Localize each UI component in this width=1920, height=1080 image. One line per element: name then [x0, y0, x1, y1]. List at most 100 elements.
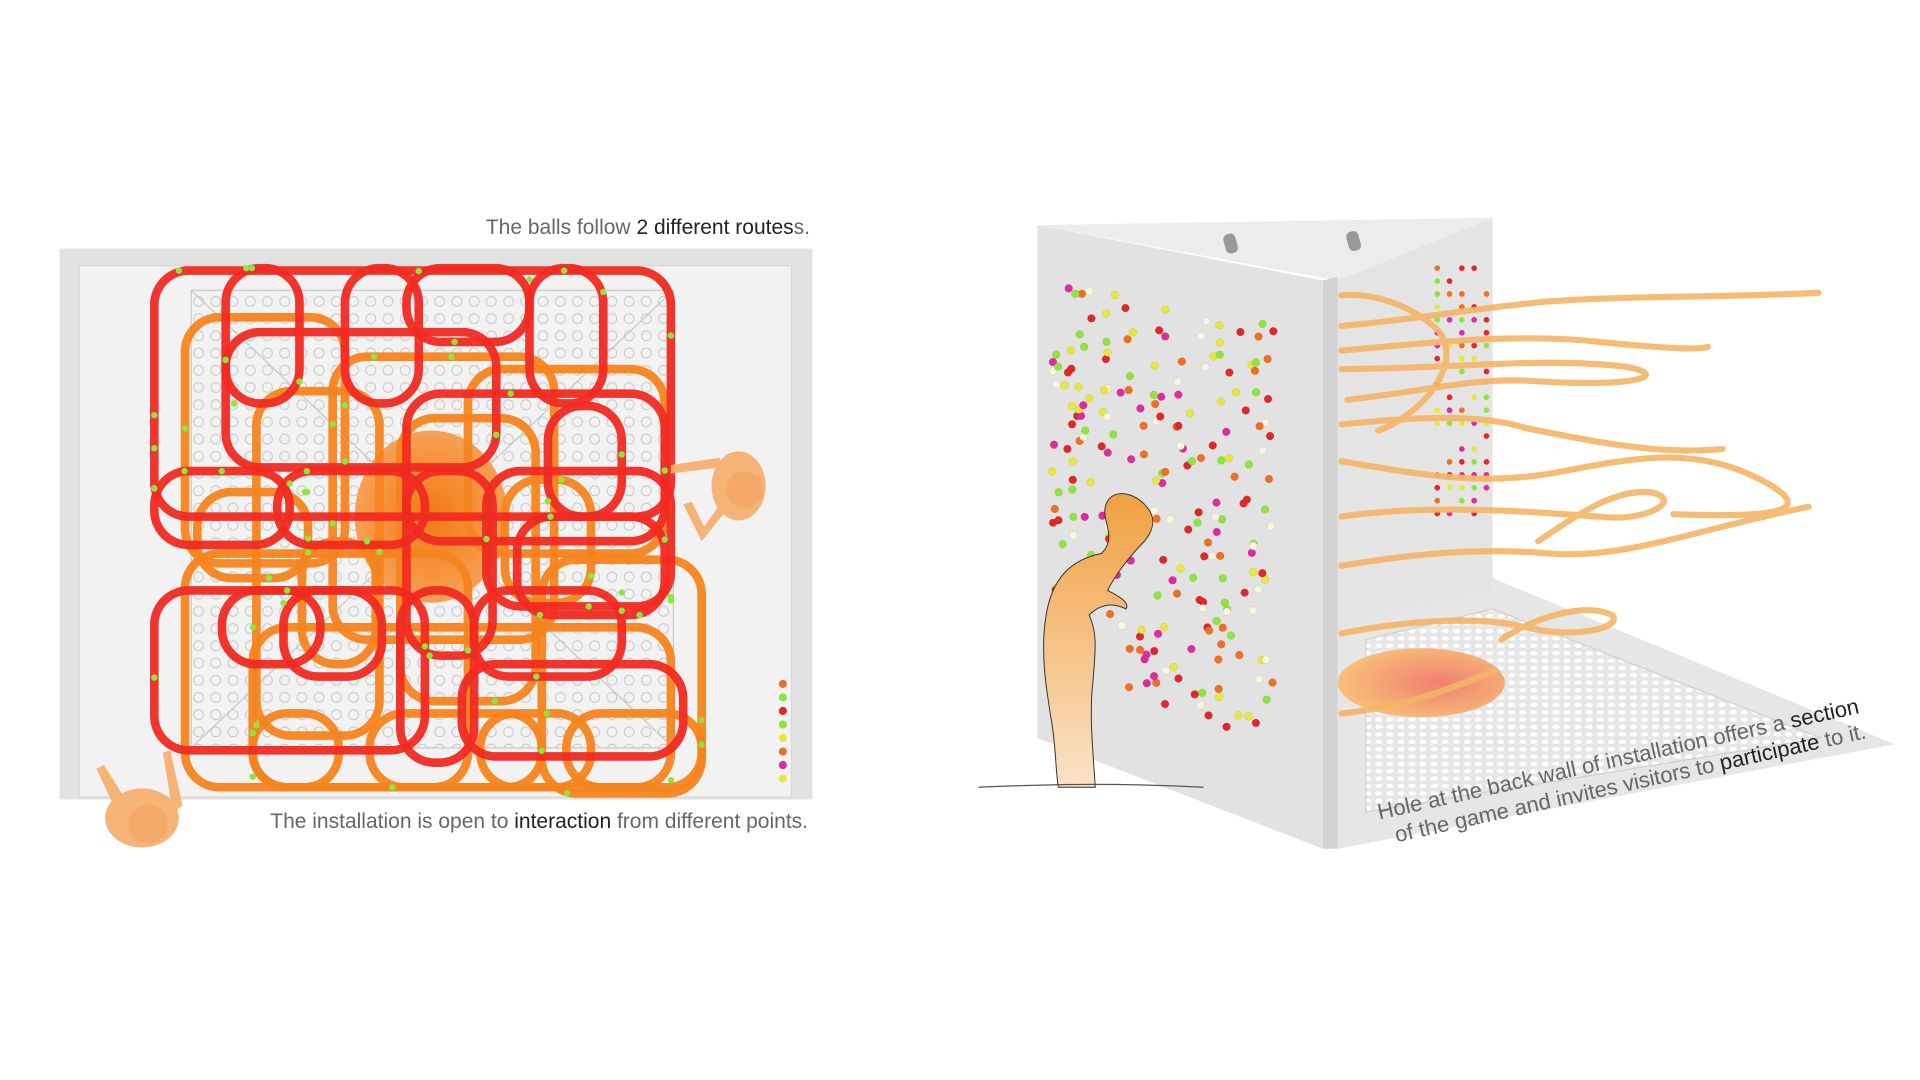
wall-ball: [1214, 692, 1224, 701]
wall-ball: [1174, 674, 1183, 683]
wall-ball: [1149, 671, 1159, 681]
back-wall-ball: [1471, 342, 1477, 349]
ball: [544, 497, 552, 505]
legend-dot: [778, 679, 787, 688]
wall-ball: [1150, 361, 1159, 370]
ball: [426, 652, 433, 659]
wall-ball: [1149, 506, 1159, 515]
back-wall-ball: [1483, 433, 1490, 439]
back-wall-ball: [1434, 265, 1441, 271]
wall-ball: [1168, 576, 1177, 585]
wall-ball: [1196, 701, 1205, 710]
wall-ball: [1135, 645, 1145, 655]
wall-ball: [1244, 712, 1253, 721]
ball: [280, 599, 287, 607]
ball: [370, 353, 378, 360]
ball: [283, 587, 291, 594]
ball: [249, 729, 256, 737]
wall-ball: [1159, 622, 1169, 632]
wall-ball: [1217, 456, 1226, 465]
track-loop: [402, 466, 497, 660]
wall-ball: [1058, 539, 1067, 549]
wall-ball: [1176, 441, 1185, 451]
wall-ball: [1172, 589, 1182, 598]
back-wall-ball: [1434, 278, 1441, 284]
wall-ball: [1194, 508, 1203, 517]
wall-ball: [1208, 551, 1217, 561]
wall-ball: [1173, 377, 1182, 386]
ball: [451, 338, 458, 346]
back-wall-ball: [1434, 484, 1441, 491]
wall-hole: [1337, 648, 1505, 718]
wall-ball: [1103, 348, 1112, 357]
wall-ball: [1203, 538, 1213, 547]
wall-ball: [1149, 390, 1159, 400]
wall-ball: [1105, 609, 1115, 619]
ball: [493, 431, 500, 439]
wall-ball: [1068, 485, 1077, 494]
caption-interaction: The installation is open to interaction …: [270, 810, 808, 834]
wall-ball: [1204, 626, 1214, 635]
back-wall-ball: [1471, 497, 1477, 504]
back-wall-ball: [1434, 355, 1441, 362]
wall-ball: [1254, 585, 1263, 594]
wall-ball: [1103, 412, 1112, 422]
ball: [587, 572, 595, 580]
back-wall-ball: [1483, 329, 1490, 336]
wall-ball: [1224, 453, 1233, 463]
wall-ball: [1214, 684, 1223, 694]
wall-ball: [1152, 514, 1161, 524]
wall-ball: [1048, 357, 1058, 367]
wall-ball: [1264, 474, 1274, 484]
wall-ball: [1218, 574, 1227, 583]
ball: [600, 288, 607, 296]
back-wall-ball: [1459, 446, 1465, 452]
wall-ball: [1247, 548, 1256, 558]
back-wall-ball: [1446, 316, 1453, 323]
legend-dot: [778, 774, 787, 783]
front-wall-balls: [1048, 284, 1278, 731]
wall-ball: [1200, 552, 1209, 561]
wall-ball: [1201, 363, 1210, 372]
back-wall-ball: [1471, 446, 1477, 452]
back-wall-ball: [1434, 316, 1441, 323]
wall-ball: [1075, 330, 1084, 339]
ball: [151, 674, 158, 681]
back-wall-ball: [1483, 407, 1490, 414]
wall-ball: [1068, 457, 1077, 466]
wall-ball: [1231, 388, 1241, 397]
wall-ball: [1097, 442, 1106, 451]
caption-routes: The balls follow 2 different routess.: [486, 216, 810, 240]
ball: [507, 390, 514, 397]
wall-ball: [1161, 332, 1170, 341]
ball: [248, 264, 256, 272]
wall-ball: [1085, 394, 1094, 403]
caption-bold: interaction: [514, 810, 612, 833]
back-wall-ball: [1459, 420, 1465, 426]
legend-dot: [778, 747, 787, 756]
ball: [151, 485, 158, 492]
wall-ball: [1255, 674, 1264, 684]
wall-ball: [1240, 588, 1249, 597]
back-wall-ball: [1434, 407, 1441, 414]
wall-ball: [1080, 426, 1090, 435]
wall-ball: [1050, 504, 1059, 514]
wall-ball: [1222, 607, 1232, 616]
track-loop: [469, 586, 627, 681]
wall-ball: [1212, 498, 1221, 507]
wall-ball: [1063, 444, 1072, 454]
wall-ball: [1214, 655, 1223, 664]
legend-dot: [778, 720, 787, 729]
ball-tubes: [1338, 289, 1822, 717]
wall-ball: [1242, 495, 1252, 504]
wall-ball: [1174, 421, 1183, 431]
ball: [243, 264, 250, 272]
back-wall-ball: [1459, 291, 1465, 297]
wall-ball: [1125, 371, 1134, 381]
wall-ball: [1066, 346, 1076, 355]
track-loop: [217, 586, 325, 669]
visitor-figure-leaning: [978, 493, 1204, 788]
ball: [341, 402, 349, 409]
back-wall-ball: [1446, 420, 1453, 426]
wall-ball: [1215, 321, 1224, 330]
